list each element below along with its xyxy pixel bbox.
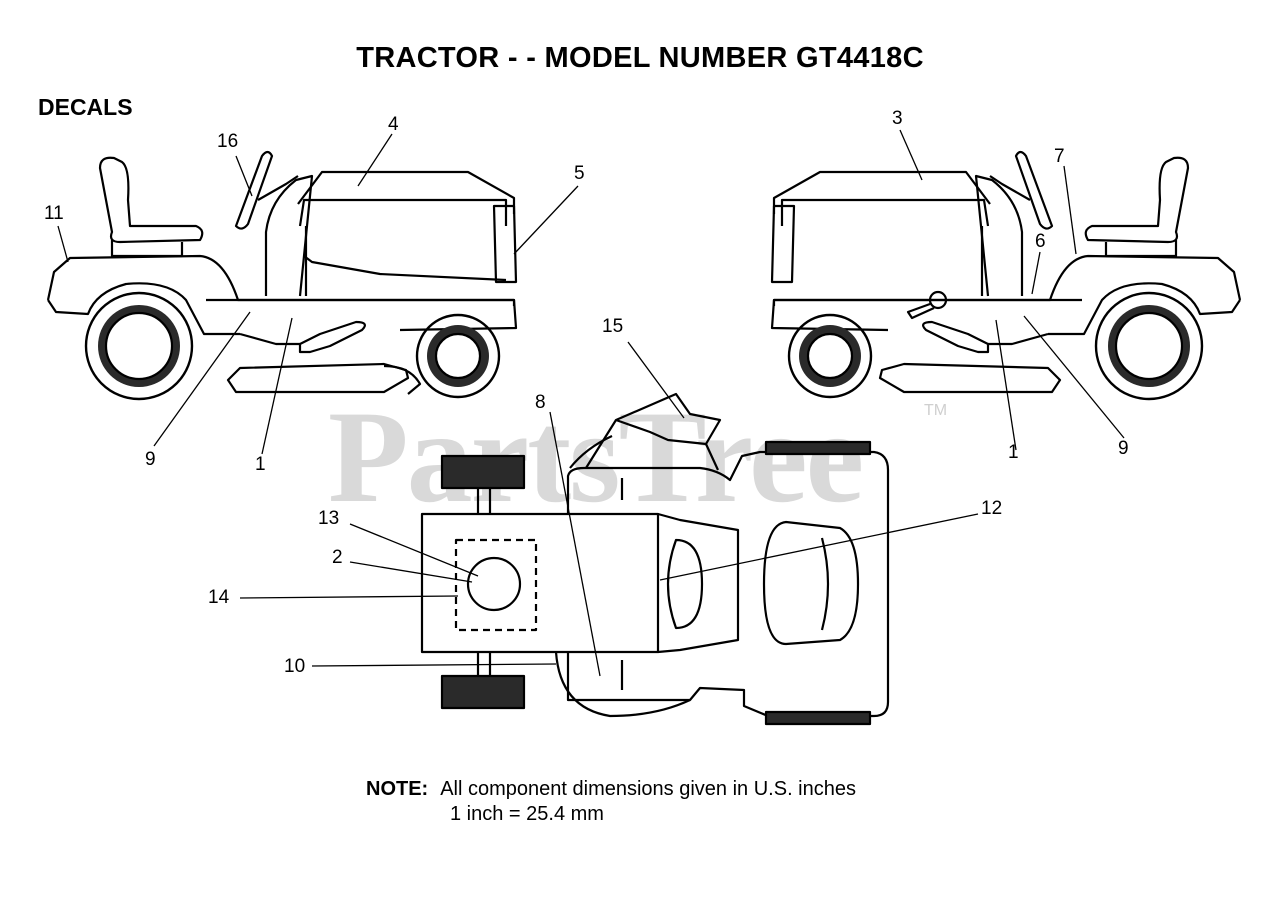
watermark: PartsTree (328, 383, 864, 530)
callout-4: 4 (388, 114, 399, 135)
callout-9-right: 9 (1118, 438, 1129, 459)
diagram-title: TRACTOR - - MODEL NUMBER GT4418C (356, 42, 924, 74)
section-heading: DECALS (38, 94, 133, 120)
callout-2: 2 (332, 547, 343, 568)
callout-16: 16 (217, 131, 239, 152)
note: NOTE: All component dimensions given in U… (366, 778, 856, 801)
tractor-left-side-view (46, 150, 518, 401)
callout-11: 11 (44, 203, 64, 224)
callout-14: 14 (208, 587, 230, 608)
note-label: NOTE: (366, 778, 429, 800)
tractor-top-view (420, 392, 890, 726)
callout-13: 13 (318, 508, 340, 529)
note-line-1: All component dimensions given in U.S. i… (440, 778, 856, 800)
callout-1-right: 1 (1008, 442, 1019, 463)
tractor-right-side-view (770, 150, 1242, 401)
callout-3: 3 (892, 108, 903, 129)
callout-9-left: 9 (145, 449, 156, 470)
callout-1-left: 1 (255, 454, 266, 475)
callout-5: 5 (574, 163, 585, 184)
callout-6: 6 (1035, 231, 1046, 252)
watermark-tm: TM (924, 402, 948, 419)
callout-10: 10 (284, 656, 306, 677)
callout-leaders (57, 129, 1125, 677)
callout-12: 12 (981, 498, 1003, 519)
callout-7: 7 (1054, 146, 1065, 167)
callout-8: 8 (535, 392, 546, 413)
callout-15: 15 (602, 316, 624, 337)
note-line-2: 1 inch = 25.4 mm (450, 803, 604, 825)
